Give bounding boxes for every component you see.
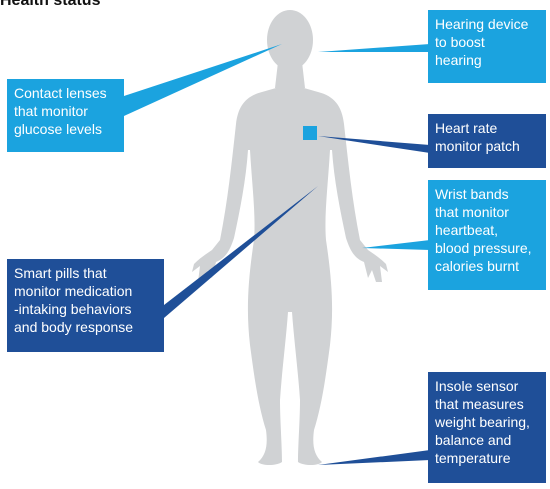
wrist-bands-label: Wrist bands that monitor heartbeat, bloo… <box>428 180 546 290</box>
insole-sensor-label: Insole sensor that measures weight beari… <box>428 372 546 483</box>
heart-rate-patch-label: Heart rate monitor patch <box>428 114 546 168</box>
contact-lenses-label: Contact lenses that monitor glucose leve… <box>7 79 124 152</box>
wrist-connector <box>362 240 430 250</box>
smart-pills-label: Smart pills that monitor medication -int… <box>7 259 164 352</box>
insole-connector <box>318 450 430 465</box>
hearing-device-label: Hearing device to boost hearing <box>428 10 546 83</box>
human-figure-icon <box>192 10 388 465</box>
heart-patch-icon <box>303 126 317 140</box>
hearing-connector <box>318 44 430 52</box>
